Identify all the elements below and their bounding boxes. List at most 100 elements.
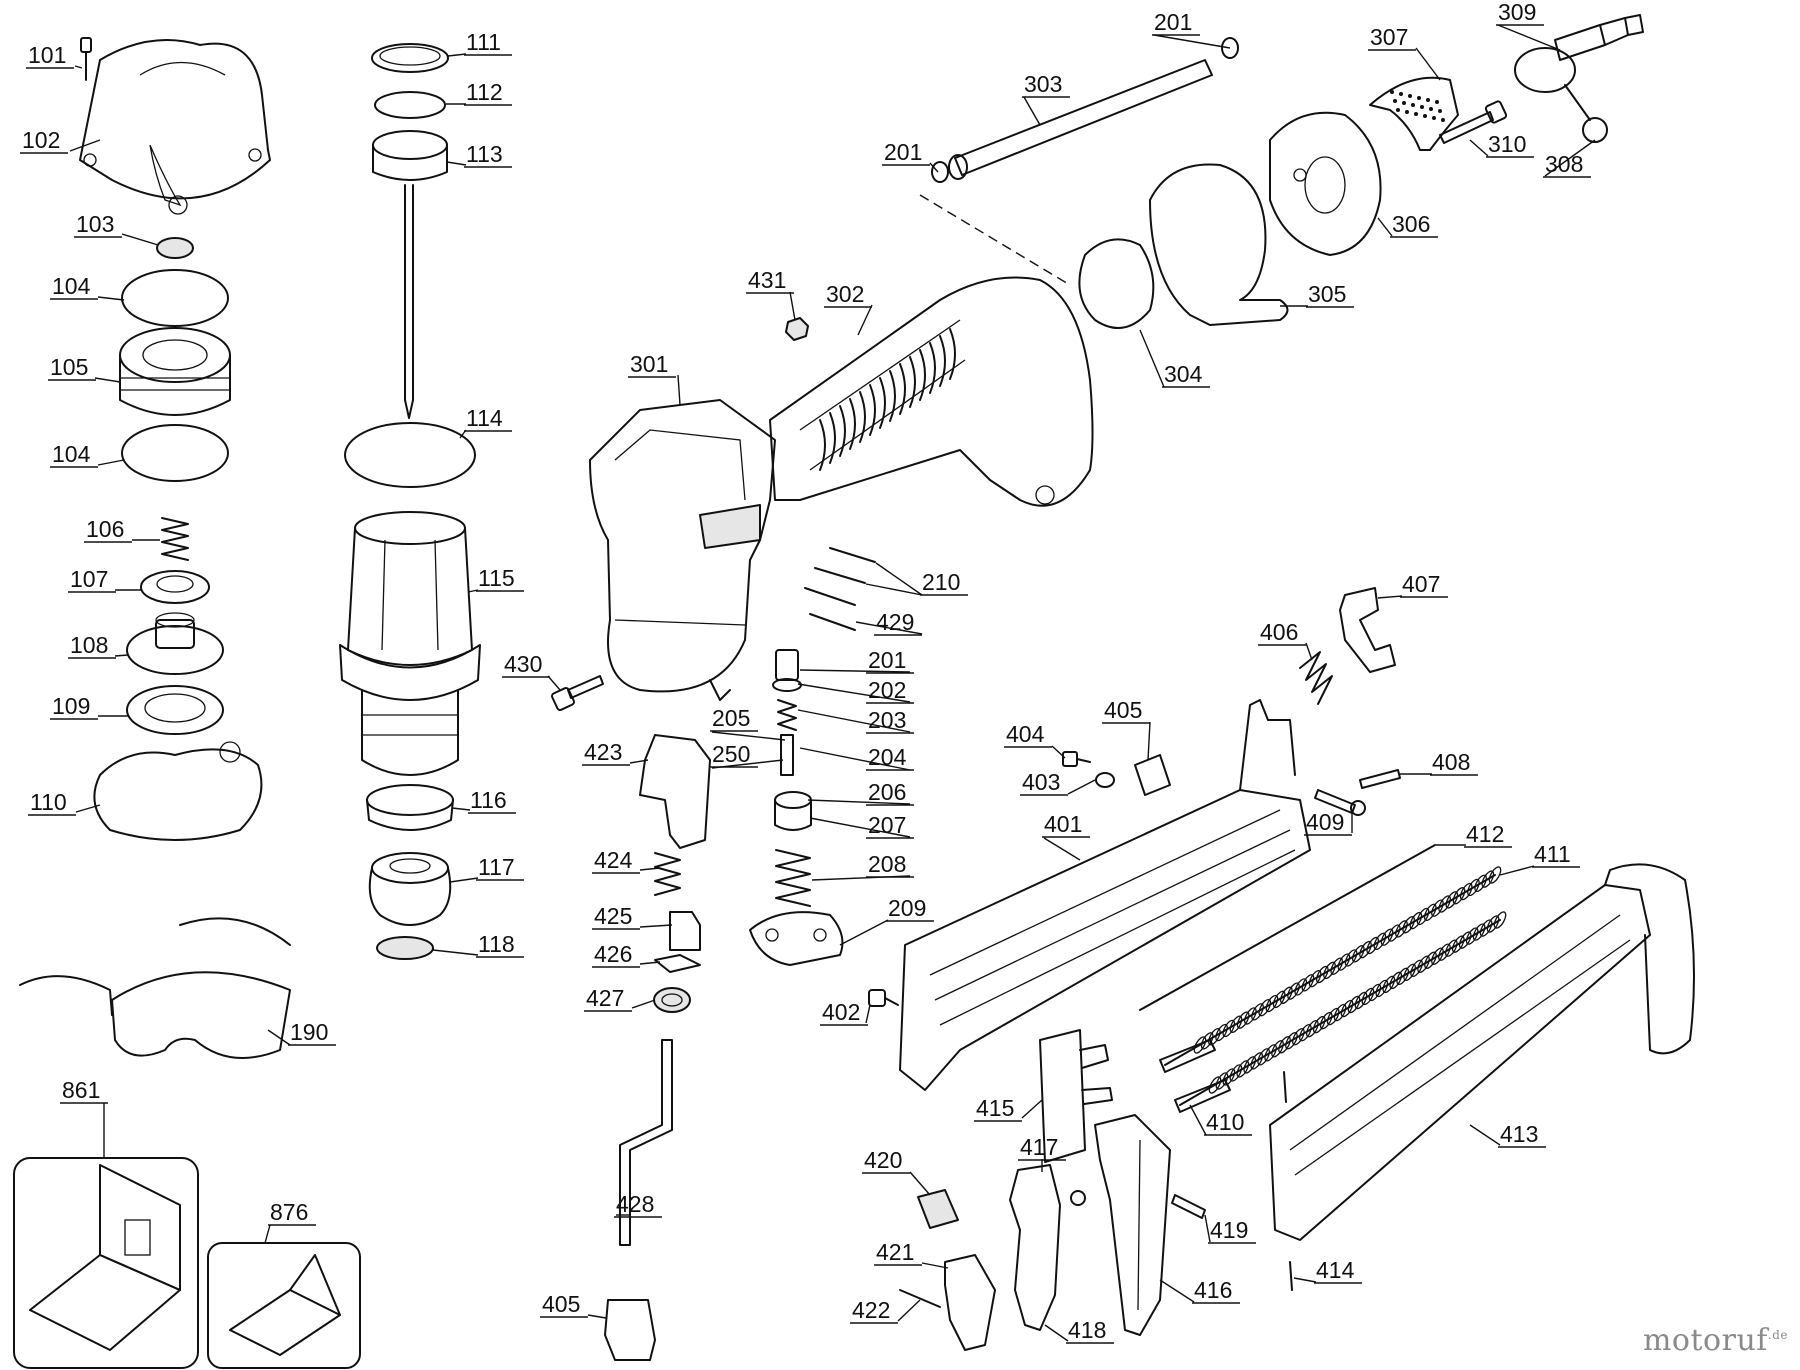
callout-206: 206 xyxy=(807,779,914,806)
callout-leader xyxy=(94,377,121,383)
callout-number: 190 xyxy=(290,1019,328,1045)
part-grip-ribs xyxy=(819,328,956,471)
callout-861: 861 xyxy=(60,1077,108,1158)
part-spring-106 xyxy=(161,517,189,561)
callout-leader xyxy=(1377,217,1393,237)
callout-410: 410 xyxy=(1189,1104,1252,1136)
callout-number: 310 xyxy=(1488,131,1526,157)
deflector-hole xyxy=(1411,103,1415,107)
callout-leader xyxy=(799,747,911,771)
callout-leader xyxy=(74,65,83,69)
callout-leader xyxy=(587,1314,607,1319)
part-block-405 xyxy=(1134,754,1171,796)
grip-rib xyxy=(859,391,866,443)
deflector-hole xyxy=(1405,110,1409,114)
part-bumper-117 xyxy=(368,852,452,926)
part-pin-422 xyxy=(899,1289,941,1308)
callout-205: 205 xyxy=(710,705,786,741)
callout-leader xyxy=(97,459,125,466)
callout-number: 205 xyxy=(712,705,750,731)
grip-rib xyxy=(849,398,856,450)
deflector-hole xyxy=(1438,109,1442,113)
part-latch-417-418 xyxy=(1009,1164,1061,1331)
callout-429: 429 xyxy=(855,609,923,636)
callout-number: 405 xyxy=(1104,697,1142,723)
callout-107: 107 xyxy=(68,566,142,593)
callout-number: 402 xyxy=(822,999,860,1025)
callout-leader xyxy=(929,162,939,173)
callout-leader xyxy=(1305,642,1313,661)
callout-204: 204 xyxy=(799,744,914,771)
part-ring-112 xyxy=(374,91,446,119)
callout-leader xyxy=(1469,1124,1501,1146)
callout-106: 106 xyxy=(84,516,160,543)
callout-leader xyxy=(97,296,125,301)
callout-leader xyxy=(459,429,467,439)
watermark-suffix: .de xyxy=(1767,1328,1788,1342)
part-head-valve xyxy=(119,327,231,416)
callout-leader xyxy=(789,291,796,321)
callout-405b: 405 xyxy=(540,1291,607,1319)
callout-leader xyxy=(446,161,467,166)
callout-414: 414 xyxy=(1293,1257,1362,1284)
part-pin-417 xyxy=(1070,1190,1086,1206)
callout-number: 428 xyxy=(616,1191,654,1217)
callout-leader xyxy=(1044,1324,1069,1342)
part-screw-310 xyxy=(1439,100,1508,144)
callout-number: 117 xyxy=(478,854,515,880)
deflector-hole xyxy=(1417,96,1421,100)
part-spring-424 xyxy=(654,852,681,896)
grip-rib xyxy=(899,363,906,415)
callout-201c: 201 xyxy=(799,647,914,674)
deflector-hole xyxy=(1423,114,1427,118)
callout-number: 303 xyxy=(1024,71,1062,97)
callout-leader xyxy=(797,709,911,733)
callout-leader xyxy=(639,961,661,965)
callout-876: 876 xyxy=(264,1199,316,1244)
callout-number: 309 xyxy=(1498,0,1536,25)
callout-number: 410 xyxy=(1206,1109,1244,1135)
callout-404: 404 xyxy=(1004,721,1066,759)
callout-leader xyxy=(1159,1279,1195,1303)
part-guide-416 xyxy=(1094,1114,1171,1336)
callout-leader xyxy=(811,875,911,881)
part-accessory-box-876 xyxy=(207,1242,361,1369)
part-spring-coils xyxy=(1193,866,1507,1094)
part-o-ring-104-upper xyxy=(121,269,229,327)
callout-102: 102 xyxy=(20,127,101,154)
part-o-ring-201-rod-right xyxy=(1221,37,1239,59)
callout-416: 416 xyxy=(1159,1277,1240,1304)
callout-207: 207 xyxy=(809,812,914,839)
callout-425: 425 xyxy=(592,903,673,930)
callout-305: 305 xyxy=(1280,281,1354,308)
callout-leader xyxy=(799,669,911,673)
callout-430: 430 xyxy=(502,651,561,691)
callout-leader xyxy=(1293,1277,1317,1283)
callout-409: 409 xyxy=(1304,809,1353,836)
part-air-fitting-309 xyxy=(1554,14,1644,61)
callout-203: 203 xyxy=(797,707,914,734)
callout-number: 409 xyxy=(1306,809,1344,835)
callout-leader xyxy=(1043,837,1081,861)
part-pin-408 xyxy=(1359,769,1401,789)
spring-coil xyxy=(1488,866,1502,884)
callout-leader xyxy=(897,1299,921,1322)
callout-118: 118 xyxy=(432,931,524,958)
grip-rib xyxy=(949,328,956,380)
callout-number: 109 xyxy=(52,693,90,719)
callout-number: 210 xyxy=(922,569,960,595)
callout-number: 421 xyxy=(876,1239,914,1265)
callout-leader xyxy=(677,374,681,406)
callout-number: 416 xyxy=(1194,1277,1232,1303)
callout-number: 411 xyxy=(1534,841,1571,867)
callout-415: 415 xyxy=(974,1095,1043,1122)
callout-number: 417 xyxy=(1020,1134,1058,1160)
callout-leader xyxy=(1377,595,1403,599)
part-o-ring-114 xyxy=(344,422,476,488)
callout-301: 301 xyxy=(628,351,681,406)
callout-leader xyxy=(711,759,784,769)
callout-116: 116 xyxy=(451,787,516,814)
deflector-hole xyxy=(1420,105,1424,109)
callout-leader xyxy=(639,924,673,928)
callout-424: 424 xyxy=(592,847,661,874)
